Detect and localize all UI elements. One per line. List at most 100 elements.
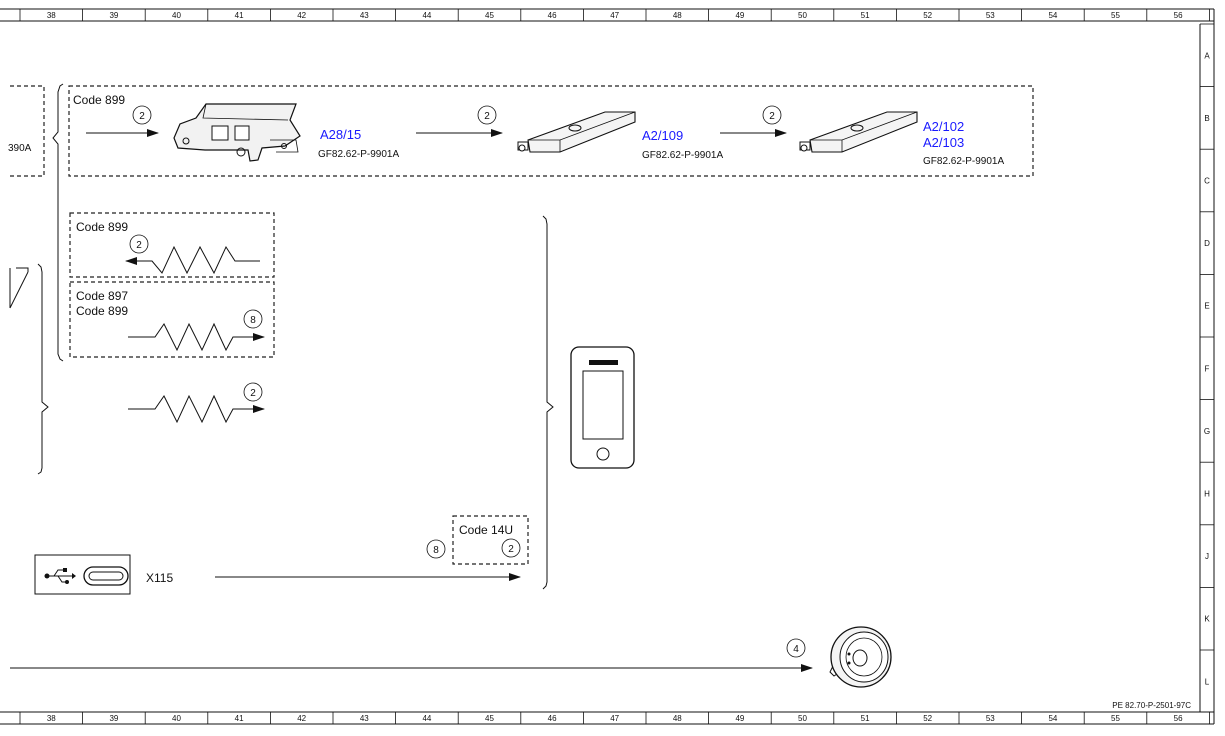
left-cutoff-box: 390A	[8, 85, 45, 177]
ruler-column-label: 51	[861, 11, 870, 20]
connection-count-badge	[786, 638, 806, 658]
ruler-column-label: 50	[798, 11, 807, 20]
connection-count: 4	[793, 644, 799, 655]
ruler-column-label: 43	[360, 11, 369, 20]
free-wave-connection: 2	[128, 382, 265, 424]
antenna-module-icon	[173, 103, 301, 162]
ruler-column-label: 38	[47, 11, 56, 20]
ruler-column-label: 55	[1111, 714, 1120, 723]
box-code-897-899: Code 897 Code 899 8	[69, 281, 275, 358]
ruler-column-label: 54	[1048, 11, 1057, 20]
ruler-top: 38 39 40 41 42 43 44 45 46 47 48 49 50 51 52 53 54 55 56	[0, 8, 1214, 22]
ruler-column-label: 38	[47, 714, 56, 723]
component-id: A2/103	[923, 135, 964, 150]
left-cut-label: 390A	[8, 143, 32, 154]
group-code-label: Code 899	[73, 93, 125, 107]
connection-count: 2	[508, 544, 514, 555]
component-id: A2/109	[642, 128, 683, 143]
ruler-column-label: 46	[548, 11, 557, 20]
ruler-row-label: B	[1204, 114, 1209, 123]
ruler-column-label: 43	[360, 714, 369, 723]
ruler-column-label: 40	[172, 714, 181, 723]
connection-count-badge	[243, 382, 263, 402]
ruler-column-label: 41	[235, 714, 244, 723]
ruler-column-label: 51	[861, 714, 870, 723]
connection-count: 2	[484, 111, 490, 122]
ruler-column-label: 42	[297, 11, 306, 20]
ruler-column-label: 52	[923, 11, 932, 20]
ruler-column-label: 53	[986, 11, 995, 20]
connection-count: 2	[250, 388, 256, 399]
component-id: A28/15	[320, 127, 361, 142]
ruler-column-label: 41	[235, 11, 244, 20]
box-code-14u: Code 14U 2 8	[426, 515, 529, 565]
ruler-column-label: 49	[735, 11, 744, 20]
usb-symbol-icon	[44, 568, 76, 584]
ruler-bottom: 38 39 40 41 42 43 44 45 46 47 48 49 50 51 52 53 54 55 56	[0, 711, 1214, 725]
ruler-column-label: 50	[798, 714, 807, 723]
group-code-899-top: Code 899 2 A28/15 GF82.62-P-9901A 2	[68, 85, 1034, 177]
ruler-column-label: 55	[1111, 11, 1120, 20]
connection-count: 8	[433, 545, 439, 556]
ruler-column-label: 44	[422, 714, 431, 723]
ruler-column-label: 47	[610, 714, 619, 723]
connection-count-badge	[477, 105, 497, 125]
wave-signal-icon	[128, 394, 265, 424]
component-ref: GF82.62-P-9901A	[642, 150, 723, 161]
ruler-column-label: 48	[673, 714, 682, 723]
ruler-column-label: 54	[1048, 714, 1057, 723]
ruler-column-label: 40	[172, 11, 181, 20]
ruler-row-label: D	[1204, 239, 1210, 248]
connection-count: 2	[139, 111, 145, 122]
ruler-column-label: 42	[297, 714, 306, 723]
ruler-row-label: K	[1204, 615, 1210, 624]
component-ref: GF82.62-P-9901A	[923, 156, 1004, 167]
box-code-899: Code 899 2	[69, 212, 275, 278]
ruler-row-label: C	[1204, 177, 1210, 186]
ruler-row-label: L	[1205, 677, 1210, 686]
ruler-column-label: 56	[1174, 714, 1183, 723]
wave-signal-icon	[128, 322, 265, 352]
connection-count-badge	[501, 538, 521, 558]
connection-count-badge	[426, 539, 446, 559]
ruler-row-label: F	[1205, 364, 1210, 373]
ruler-column-label: 46	[548, 714, 557, 723]
box-code-label: Code 14U	[459, 523, 513, 537]
ruler-column-label: 39	[109, 11, 118, 20]
connection-count-badge	[243, 309, 263, 329]
usb-connector	[34, 554, 131, 595]
speaker-icon	[829, 626, 892, 688]
document-reference: PE 82.70-P-2501-97C	[1112, 701, 1191, 710]
ruler-column-label: 53	[986, 714, 995, 723]
ruler-column-label: 56	[1174, 11, 1183, 20]
antenna-bar-icon	[799, 111, 918, 153]
left-cutoff-slant	[9, 271, 29, 309]
ruler-row-label: H	[1204, 490, 1210, 499]
box-code-label: Code 899	[76, 220, 128, 234]
ruler-row-label: J	[1205, 552, 1209, 561]
connection-count-badge	[762, 105, 782, 125]
connection-count: 8	[250, 315, 256, 326]
ruler-row-label: E	[1204, 302, 1209, 311]
ruler-column-label: 48	[673, 11, 682, 20]
connection-count: 2	[769, 111, 775, 122]
ruler-row-label: G	[1204, 427, 1210, 436]
ruler-column-label: 44	[422, 11, 431, 20]
ruler-column-label: 45	[485, 11, 494, 20]
ruler-column-label: 39	[109, 714, 118, 723]
connection-count-badge	[129, 234, 149, 254]
brace-outer	[37, 263, 49, 475]
ruler-column-label: 52	[923, 714, 932, 723]
ruler-column-label: 45	[485, 714, 494, 723]
box-code-label: Code 897	[76, 289, 128, 303]
left-cutoff-corner	[16, 267, 29, 272]
ruler-column-label: 49	[735, 714, 744, 723]
brace-inner	[52, 83, 64, 362]
smartphone-icon	[570, 346, 635, 469]
antenna-bar-icon	[517, 111, 636, 153]
connection-count-badge	[132, 105, 152, 125]
component-ref: GF82.62-P-9901A	[318, 149, 399, 160]
ruler-column-label: 47	[610, 11, 619, 20]
